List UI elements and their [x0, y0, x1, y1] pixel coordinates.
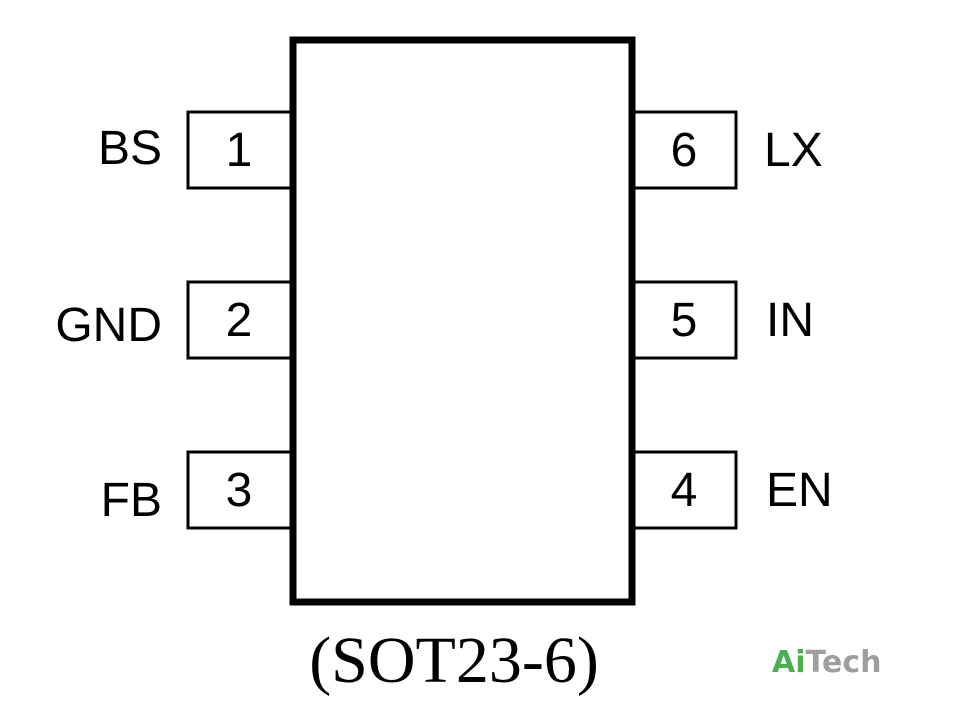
pin-1-number: 1: [226, 124, 253, 177]
pin-5-number: 5: [671, 294, 698, 347]
pin-1-lead: [186, 110, 296, 190]
pin-1-label: BS: [98, 122, 162, 175]
pin-5: 5 IN: [630, 280, 814, 360]
pin-3-label: FB: [101, 474, 162, 527]
aitech-logo: AiTech: [772, 645, 881, 680]
svg-text:AiTech: AiTech: [772, 645, 881, 680]
pin-3-lead: [186, 450, 296, 530]
pin-1: 1 BS: [98, 110, 296, 190]
pin-3-number: 3: [226, 464, 253, 517]
package-caption: (SOT23-6): [309, 624, 599, 697]
pin-2-label: GND: [55, 299, 162, 352]
pin-4: 4 EN: [630, 450, 833, 530]
pin-2: 2 GND: [55, 280, 296, 360]
pin-6: 6 LX: [630, 110, 823, 190]
logo-suffix: Tech: [806, 645, 882, 680]
pin-3: 3 FB: [101, 450, 296, 530]
pin-5-label: IN: [766, 294, 814, 347]
pin-4-number: 4: [671, 464, 698, 517]
pin-4-label: EN: [766, 464, 833, 517]
pin-2-lead: [186, 280, 296, 360]
logo-prefix: Ai: [772, 645, 806, 680]
pin-6-label: LX: [764, 124, 823, 177]
pin-6-lead: [630, 110, 738, 190]
package-body: [289, 36, 636, 606]
pin-6-number: 6: [671, 124, 698, 177]
pin-5-lead: [630, 280, 738, 360]
pin-2-number: 2: [226, 294, 253, 347]
